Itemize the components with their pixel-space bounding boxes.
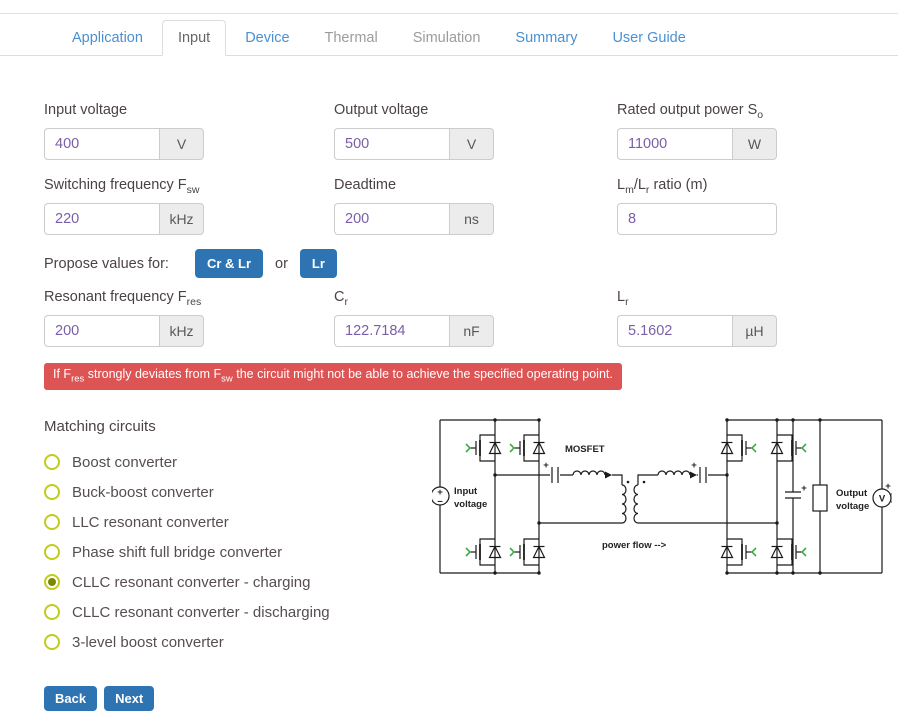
tab-input[interactable]: Input <box>161 20 227 56</box>
cap-plus-sign: + <box>543 460 549 471</box>
output-voltage-label: voltage <box>836 501 869 512</box>
form-group-lm-lr-ratio: Lm/Lr ratio (m) <box>617 177 879 235</box>
next-button[interactable]: Next <box>104 686 155 711</box>
power-flow-label: power flow --> <box>602 540 667 551</box>
input-voltage-field[interactable] <box>44 128 159 160</box>
voltmeter-plus-sign: + <box>885 481 891 492</box>
matching-circuits-title: Matching circuits <box>44 418 156 435</box>
unit-addon: V <box>449 128 494 160</box>
form-area-resonant: Resonant frequency Fres kHz Cr nF Lr µH <box>44 289 879 347</box>
circuit-markers <box>493 418 822 575</box>
tab-user-guide[interactable]: User Guide <box>612 30 686 46</box>
deadtime-field[interactable] <box>334 203 449 235</box>
radio-icon <box>44 604 60 620</box>
top-divider <box>0 13 898 14</box>
radio-icon <box>44 484 60 500</box>
radio-icon <box>44 574 60 590</box>
tab-device[interactable]: Device <box>245 30 290 46</box>
source-minus-sign: − <box>437 497 443 508</box>
radio-label: Phase shift full bridge converter <box>72 543 283 561</box>
radio-option-boost[interactable]: Boost converter <box>44 453 330 471</box>
back-button[interactable]: Back <box>44 686 98 711</box>
field-label: Output voltage <box>334 102 429 118</box>
footer-buttons: Back Next <box>44 686 155 711</box>
radio-option-cllc-discharging[interactable]: CLLC resonant converter - discharging <box>44 603 330 621</box>
radio-icon <box>44 544 60 560</box>
unit-addon: nF <box>449 315 494 347</box>
radio-label: Boost converter <box>72 453 178 471</box>
field-label: Rated output power So <box>617 102 764 121</box>
source-plus-sign: + <box>437 487 443 498</box>
input-voltage-label: voltage <box>454 499 487 510</box>
resonant-frequency-field[interactable] <box>44 315 159 347</box>
voltmeter-symbol: V <box>879 494 886 505</box>
unit-addon: µH <box>732 315 777 347</box>
propose-label: Propose values for: <box>44 255 169 272</box>
rated-power-field[interactable] <box>617 128 732 160</box>
radio-icon <box>44 634 60 650</box>
form-group-resonant-frequency: Resonant frequency Fres kHz <box>44 289 334 347</box>
unit-addon: V <box>159 128 204 160</box>
switching-frequency-field[interactable] <box>44 203 159 235</box>
radio-option-phase-shift[interactable]: Phase shift full bridge converter <box>44 543 330 561</box>
radio-label: CLLC resonant converter - discharging <box>72 603 330 621</box>
field-label: Input voltage <box>44 102 128 118</box>
form-group-input-voltage: Input voltage V <box>44 102 334 160</box>
radio-label: Buck-boost converter <box>72 483 214 501</box>
tab-thermal: Thermal <box>324 30 378 46</box>
warning-banner: If Fres strongly deviates from Fsw the c… <box>44 363 622 390</box>
form-group-switching-frequency: Switching frequency Fsw kHz <box>44 177 334 235</box>
radio-option-cllc-charging[interactable]: CLLC resonant converter - charging <box>44 573 330 591</box>
propose-lr-button[interactable]: Lr <box>299 249 337 278</box>
output-voltage-label: Output <box>836 488 868 499</box>
radio-option-buck-boost[interactable]: Buck-boost converter <box>44 483 330 501</box>
cap-plus-sign: + <box>691 460 697 471</box>
form-group-deadtime: Deadtime ns <box>334 177 617 235</box>
form-group-cr: Cr nF <box>334 289 617 347</box>
form-area: Input voltage V Output voltage V Rated o… <box>44 102 879 235</box>
propose-cr-lr-button[interactable]: Cr & Lr <box>194 249 263 278</box>
circuit-diagram: MOSFET power flow --> Input voltage Outp… <box>432 418 892 575</box>
unit-addon: kHz <box>159 315 204 347</box>
field-label: Deadtime <box>334 177 397 193</box>
mosfet-label: MOSFET <box>565 444 605 455</box>
form-group-output-voltage: Output voltage V <box>334 102 617 160</box>
lm-lr-ratio-field[interactable] <box>617 203 777 235</box>
radio-option-llc[interactable]: LLC resonant converter <box>44 513 330 531</box>
matching-circuits-section: Matching circuits Boost converter Buck-b… <box>44 418 330 663</box>
radio-icon <box>44 454 60 470</box>
field-label: Cr <box>334 289 348 308</box>
radio-label: LLC resonant converter <box>72 513 229 531</box>
radio-label: 3-level boost converter <box>72 633 224 651</box>
field-label: Resonant frequency Fres <box>44 289 202 308</box>
cap-plus-sign: + <box>801 483 807 494</box>
circuit-wires <box>432 419 892 574</box>
tab-simulation: Simulation <box>412 30 481 46</box>
tab-bar: Application Input Device Thermal Simulat… <box>0 20 898 56</box>
input-voltage-label: Input <box>454 486 478 497</box>
radio-icon <box>44 514 60 530</box>
radio-label: CLLC resonant converter - charging <box>72 573 311 591</box>
field-label: Lr <box>617 289 629 308</box>
output-voltage-field[interactable] <box>334 128 449 160</box>
propose-values-row: Propose values for: Cr & Lr or Lr <box>44 249 337 278</box>
field-label: Lm/Lr ratio (m) <box>617 177 708 196</box>
cr-field[interactable] <box>334 315 449 347</box>
or-text: or <box>275 255 288 272</box>
unit-addon: kHz <box>159 203 204 235</box>
lr-field[interactable] <box>617 315 732 347</box>
form-group-rated-power: Rated output power So W <box>617 102 879 160</box>
radio-option-3-level-boost[interactable]: 3-level boost converter <box>44 633 330 651</box>
form-group-lr: Lr µH <box>617 289 879 347</box>
tab-summary[interactable]: Summary <box>515 30 578 46</box>
unit-addon: ns <box>449 203 494 235</box>
tab-application[interactable]: Application <box>72 30 143 46</box>
field-label: Switching frequency Fsw <box>44 177 200 196</box>
unit-addon: W <box>732 128 777 160</box>
